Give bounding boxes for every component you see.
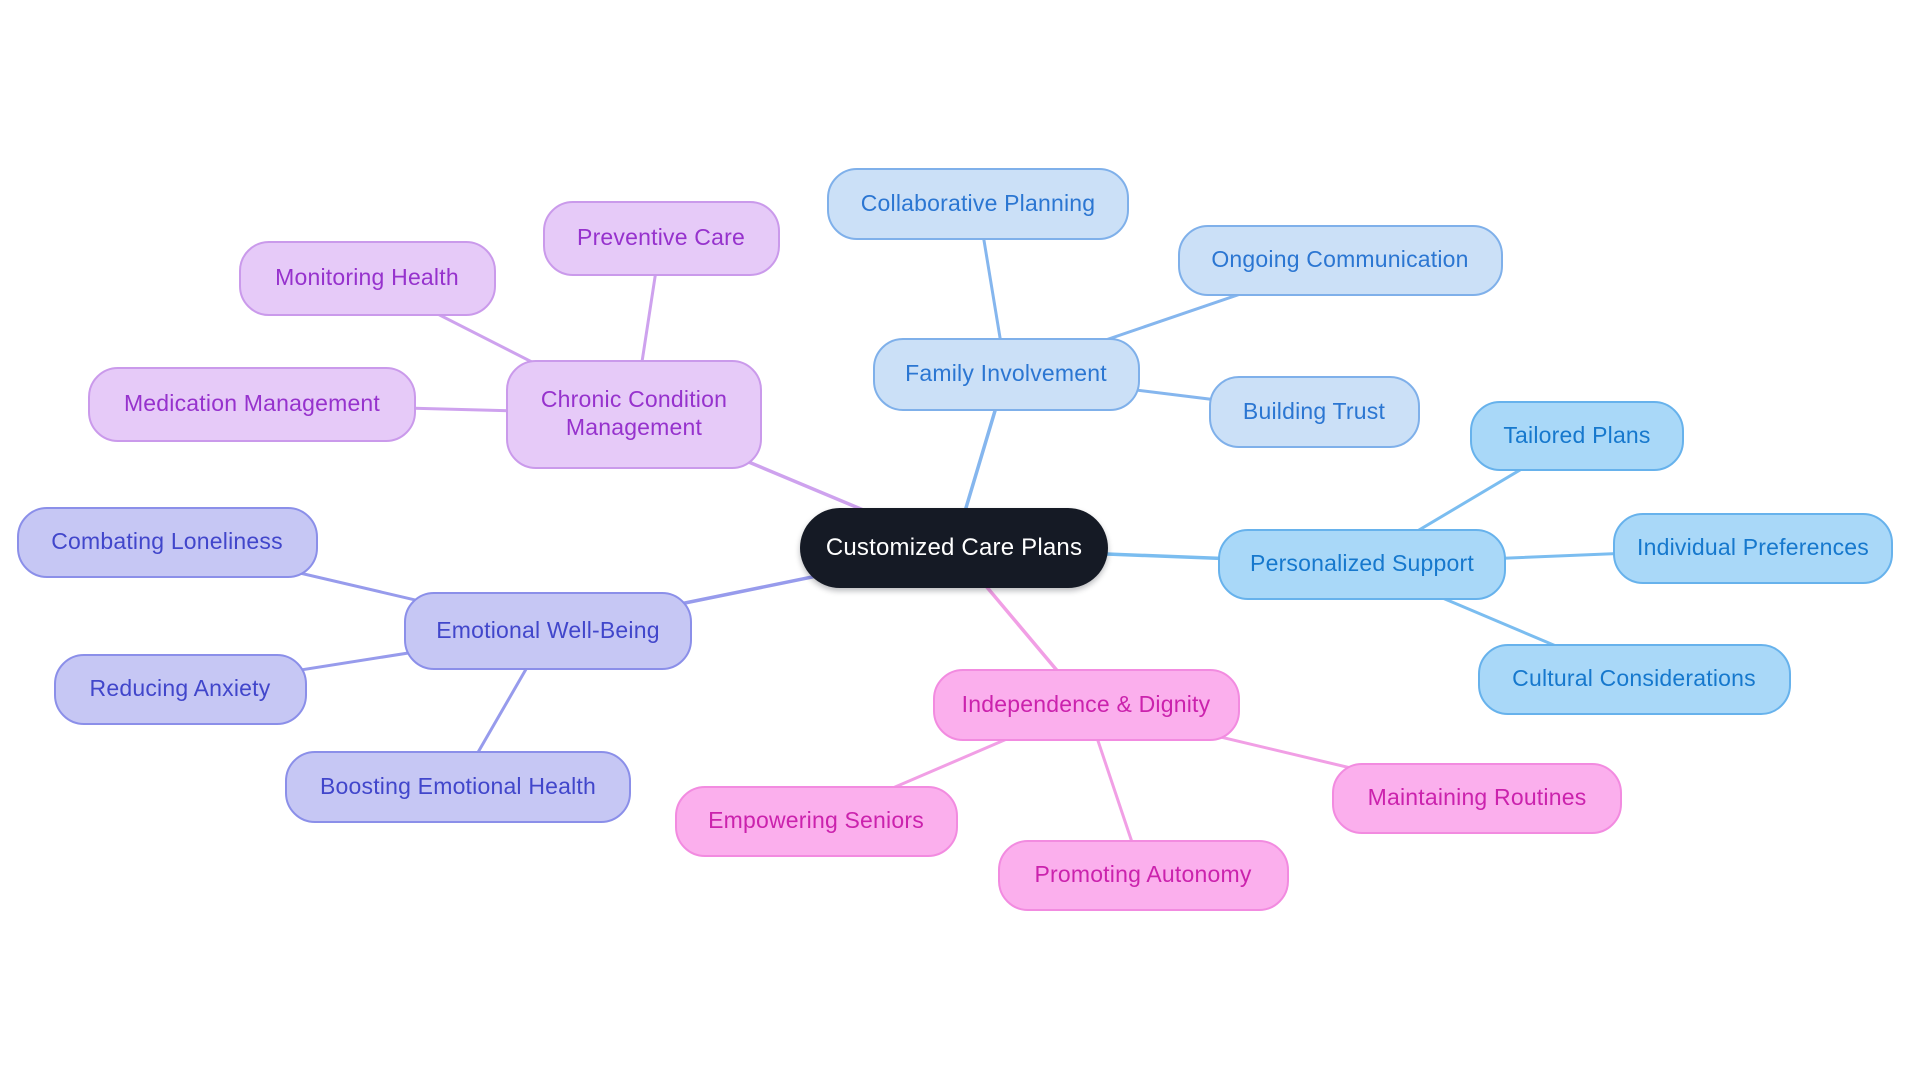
node-boosting-emotional-health: Boosting Emotional Health [285, 751, 631, 823]
node-label-preventive-care: Preventive Care [577, 224, 745, 251]
node-cultural-considerations: Cultural Considerations [1477, 643, 1791, 715]
node-ongoing-communication: Ongoing Communication [1177, 224, 1503, 296]
node-tailored-plans: Tailored Plans [1470, 401, 1684, 471]
node-label-maintaining-routines: Maintaining Routines [1367, 784, 1587, 811]
node-label-cultural-considerations: Cultural Considerations [1512, 665, 1756, 692]
node-medication-management: Medication Management [88, 366, 416, 442]
node-monitoring-health: Monitoring Health [238, 240, 496, 316]
node-personalized-support: Personalized Support [1218, 528, 1506, 600]
node-label-combating-loneliness: Combating Loneliness [51, 528, 283, 555]
node-label-collaborative-planning: Collaborative Planning [860, 190, 1096, 217]
node-label-promoting-autonomy: Promoting Autonomy [1034, 861, 1252, 888]
node-label-boosting-emotional-health: Boosting Emotional Health [319, 773, 597, 800]
node-preventive-care: Preventive Care [542, 200, 780, 276]
node-empowering-seniors: Empowering Seniors [674, 785, 958, 857]
node-label-customized-care-plans: Customized Care Plans [825, 533, 1083, 561]
node-customized-care-plans: Customized Care Plans [800, 508, 1108, 588]
node-label-chronic-condition-management: Chronic Condition Management [540, 386, 728, 440]
node-label-independence-dignity: Independence & Dignity [961, 691, 1211, 718]
node-building-trust: Building Trust [1208, 376, 1420, 448]
node-label-medication-management: Medication Management [123, 390, 381, 417]
node-label-individual-preferences: Individual Preferences [1637, 534, 1869, 561]
node-label-building-trust: Building Trust [1242, 398, 1386, 425]
node-maintaining-routines: Maintaining Routines [1332, 762, 1622, 834]
node-combating-loneliness: Combating Loneliness [16, 506, 318, 578]
node-label-tailored-plans: Tailored Plans [1503, 422, 1651, 449]
node-label-emotional-well-being: Emotional Well-Being [436, 617, 660, 644]
node-label-family-involvement: Family Involvement [905, 360, 1107, 387]
node-label-personalized-support: Personalized Support [1250, 550, 1474, 577]
node-emotional-well-being: Emotional Well-Being [404, 592, 692, 670]
node-reducing-anxiety: Reducing Anxiety [53, 653, 307, 725]
node-collaborative-planning: Collaborative Planning [827, 168, 1129, 240]
node-chronic-condition-management: Chronic Condition Management [506, 359, 762, 469]
node-promoting-autonomy: Promoting Autonomy [997, 839, 1289, 911]
node-individual-preferences: Individual Preferences [1613, 512, 1893, 584]
node-label-empowering-seniors: Empowering Seniors [708, 807, 924, 834]
node-label-monitoring-health: Monitoring Health [275, 264, 459, 291]
node-family-involvement: Family Involvement [872, 337, 1140, 411]
node-label-reducing-anxiety: Reducing Anxiety [89, 675, 271, 702]
node-independence-dignity: Independence & Dignity [932, 669, 1240, 741]
node-label-ongoing-communication: Ongoing Communication [1211, 246, 1469, 273]
